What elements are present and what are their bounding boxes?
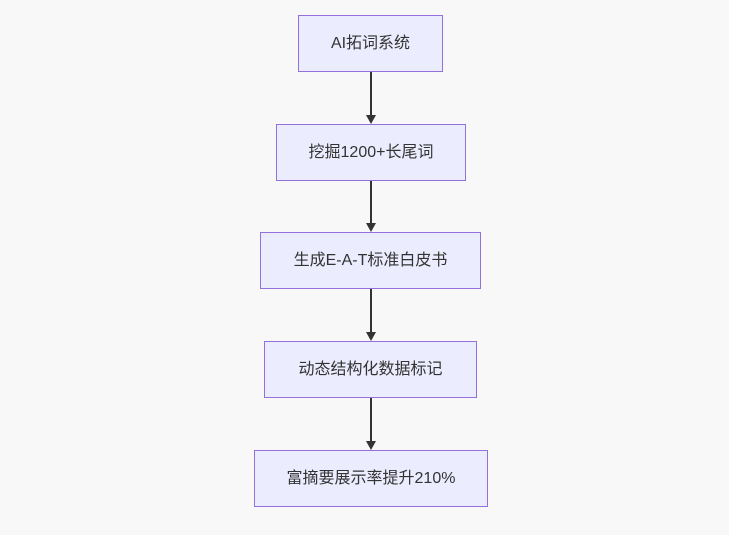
arrow-down-icon xyxy=(366,289,376,341)
arrowhead-icon xyxy=(366,441,376,450)
node-label: AI拓词系统 xyxy=(330,34,411,52)
arrow-down-icon xyxy=(366,181,376,232)
arrow-down-icon xyxy=(366,398,376,450)
arrow-line xyxy=(370,181,372,223)
flowchart-node-structured-data-markup: 动态结构化数据标记 xyxy=(264,341,477,398)
arrowhead-icon xyxy=(366,115,376,124)
node-label: 动态结构化数据标记 xyxy=(298,360,443,378)
arrowhead-icon xyxy=(366,223,376,232)
flowchart-node-ai-keyword-system: AI拓词系统 xyxy=(298,15,443,72)
arrow-line xyxy=(370,289,372,332)
arrow-line xyxy=(370,72,372,115)
flowchart-node-eat-whitepaper: 生成E-A-T标准白皮书 xyxy=(260,232,481,289)
arrow-line xyxy=(370,398,372,441)
arrow-down-icon xyxy=(366,72,376,124)
node-label: 生成E-A-T标准白皮书 xyxy=(293,251,448,269)
arrowhead-icon xyxy=(366,332,376,341)
flowchart-node-rich-snippet-result: 富摘要展示率提升210% xyxy=(254,450,488,507)
node-label: 富摘要展示率提升210% xyxy=(286,469,456,487)
node-label: 挖掘1200+长尾词 xyxy=(308,143,434,161)
flowchart-node-longtail-mining: 挖掘1200+长尾词 xyxy=(276,124,466,181)
